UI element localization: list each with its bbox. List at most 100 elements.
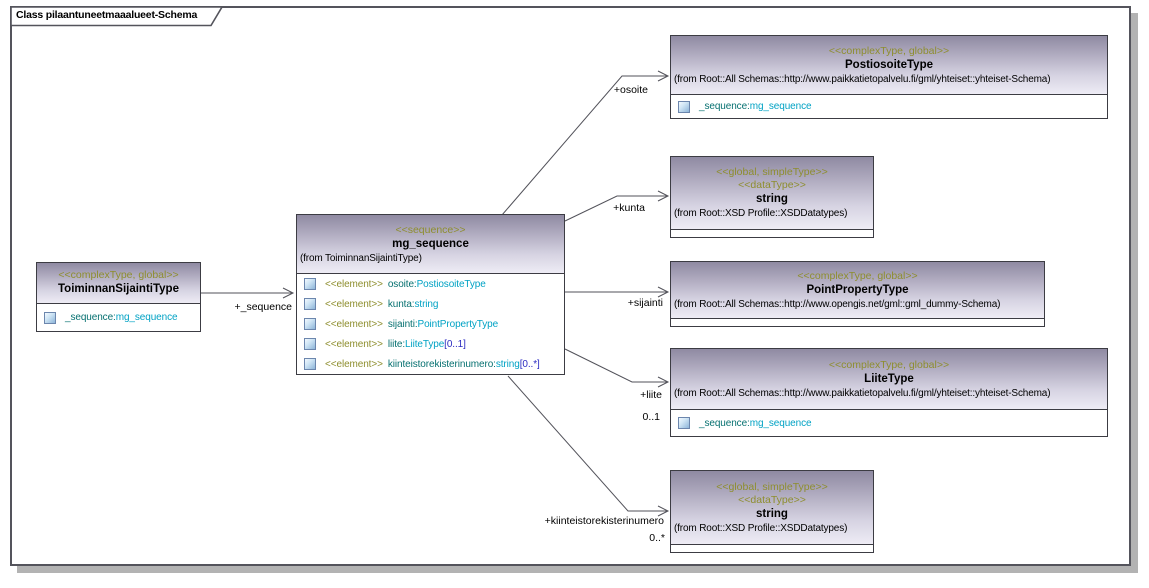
attribute-icon	[304, 358, 316, 370]
class-box-pointpropertytype[interactable]: <<complexType, global>> PointPropertyTyp…	[670, 261, 1045, 327]
class-stereotype: <<global, simpleType>>	[716, 166, 828, 178]
attribute-name: _sequence:	[699, 417, 750, 429]
attribute-type: mg_sequence	[749, 101, 812, 112]
class-name: string	[756, 507, 788, 520]
attribute-type: PostiosoiteType	[416, 278, 486, 290]
attribute-icon	[304, 278, 316, 290]
attribute-type: PointPropertyType	[417, 318, 499, 330]
attribute-row[interactable]: _sequence:mg_sequence	[671, 410, 1107, 436]
attribute-stereotype: <<element>>	[325, 318, 383, 330]
edge-sequence	[201, 287, 295, 299]
class-name: PostiosoiteType	[845, 58, 933, 71]
attribute-name: sijainti:	[387, 318, 418, 330]
attribute-stereotype: <<element>>	[325, 358, 383, 370]
edge-label-sijainti: +sijainti	[627, 297, 663, 309]
edge-label-sequence: +_sequence	[234, 301, 292, 313]
attribute-row[interactable]: <<element>> liite:LiiteType[0..1]	[297, 334, 564, 354]
attribute-row[interactable]: <<element>> kiinteistorekisterinumero:str…	[297, 354, 564, 374]
class-header: <<complexType, global>> LiiteType (from …	[671, 349, 1107, 409]
class-from: (from Root::All Schemas::http://www.open…	[674, 298, 1001, 310]
class-attributes: _sequence:mg_sequence	[671, 94, 1107, 118]
attribute-stereotype: <<element>>	[325, 338, 383, 350]
attribute-type: mg_sequence	[749, 417, 812, 429]
edge-multiplicity-liite: 0..1	[642, 411, 660, 423]
edge-kiinteistorekisterinumero	[507, 375, 670, 517]
class-stereotype: <<complexType, global>>	[828, 358, 950, 371]
class-header: <<global, simpleType>> <<dataType>> stri…	[671, 157, 873, 229]
class-attributes	[671, 318, 1044, 326]
attribute-stereotype: <<element>>	[325, 278, 383, 290]
class-name: string	[756, 193, 788, 205]
attribute-row[interactable]: _sequence:mg_sequence	[37, 304, 200, 331]
edge-kunta	[564, 190, 670, 222]
attribute-icon	[44, 311, 56, 324]
class-attributes	[671, 229, 873, 237]
class-header: <<complexType, global>> ToiminnanSijaint…	[37, 263, 200, 303]
class-from: (from Root::All Schemas::http://www.paik…	[674, 387, 1051, 399]
frame-title: Class pilaantuneetmaaalueet-Schema	[16, 9, 198, 21]
attribute-row[interactable]: _sequence:mg_sequence	[671, 95, 1107, 118]
attribute-icon	[304, 298, 316, 310]
diagram-frame	[10, 6, 1131, 566]
attribute-multiplicity: [0..1]	[444, 338, 466, 350]
attribute-stereotype: <<element>>	[325, 298, 383, 310]
class-box-liitetype[interactable]: <<complexType, global>> LiiteType (from …	[670, 348, 1108, 437]
frame-tab	[10, 6, 224, 27]
class-name: PointPropertyType	[806, 283, 909, 296]
class-header: <<complexType, global>> PostiosoiteType …	[671, 36, 1107, 94]
attribute-icon	[678, 100, 690, 113]
attribute-name: osoite:	[387, 278, 417, 290]
class-name: LiiteType	[864, 372, 914, 385]
class-stereotype: <<complexType, global>>	[797, 269, 918, 282]
attribute-icon	[304, 338, 316, 350]
class-stereotype: <<sequence>>	[395, 223, 466, 236]
attribute-type: mg_sequence	[115, 312, 178, 323]
attribute-name: kunta:	[387, 298, 415, 310]
class-box-string-bottom[interactable]: <<global, simpleType>> <<dataType>> stri…	[670, 470, 874, 553]
edge-label-liite: +liite	[640, 389, 662, 401]
attribute-multiplicity: [0..*]	[519, 358, 540, 370]
class-from: (from Root::All Schemas::http://www.paik…	[674, 73, 1051, 85]
attribute-name: liite:	[387, 338, 406, 350]
attribute-icon	[304, 318, 316, 330]
class-header: <<sequence>> mg_sequence (from Toiminnan…	[297, 215, 564, 273]
edge-liite	[564, 348, 670, 388]
class-stereotype: <<complexType, global>>	[58, 269, 179, 281]
edge-label-osoite: +osoite	[613, 84, 648, 96]
class-attributes: <<element>> osoite:PostiosoiteType <<elem…	[297, 273, 564, 374]
edge-osoite	[501, 70, 670, 216]
attribute-type: LiiteType	[405, 338, 445, 350]
class-attributes: _sequence:mg_sequence	[37, 303, 200, 331]
class-from: (from ToiminnanSijaintiType)	[300, 252, 422, 264]
edge-label-kiinteistorekisterinumero: +kiinteistorekisterinumero	[544, 515, 664, 527]
class-stereotype: <<complexType, global>>	[828, 44, 950, 57]
class-attributes: _sequence:mg_sequence	[671, 409, 1107, 436]
class-box-string-top[interactable]: <<global, simpleType>> <<dataType>> stri…	[670, 156, 874, 238]
class-box-mg-sequence[interactable]: <<sequence>> mg_sequence (from Toiminnan…	[296, 214, 565, 375]
attribute-icon	[678, 417, 690, 429]
class-name: ToiminnanSijaintiType	[58, 283, 179, 295]
class-stereotype: <<dataType>>	[738, 493, 806, 506]
edge-multiplicity-kiinteistorekisterinumero: 0..*	[649, 532, 665, 544]
class-stereotype: <<dataType>>	[738, 179, 806, 191]
edge-sijainti	[565, 286, 670, 298]
attribute-type: string	[414, 298, 439, 310]
class-from: (from Root::XSD Profile::XSDDatatypes)	[674, 522, 848, 534]
attribute-name: _sequence:	[699, 101, 750, 112]
attribute-row[interactable]: <<element>> osoite:PostiosoiteType	[297, 274, 564, 294]
attribute-name: _sequence:	[65, 312, 116, 323]
class-box-postiosoitetype[interactable]: <<complexType, global>> PostiosoiteType …	[670, 35, 1108, 119]
class-header: <<global, simpleType>> <<dataType>> stri…	[671, 471, 873, 544]
class-header: <<complexType, global>> PointPropertyTyp…	[671, 262, 1044, 318]
class-from: (from Root::XSD Profile::XSDDatatypes)	[674, 208, 848, 219]
edge-label-kunta: +kunta	[613, 202, 645, 214]
attribute-row[interactable]: <<element>> kunta:string	[297, 294, 564, 314]
attribute-name: kiinteistorekisterinumero:	[387, 358, 496, 370]
attribute-type: string	[495, 358, 520, 370]
class-attributes	[671, 544, 873, 552]
attribute-row[interactable]: <<element>> sijainti:PointPropertyType	[297, 314, 564, 334]
class-box-toiminnansijaintitype[interactable]: <<complexType, global>> ToiminnanSijaint…	[36, 262, 201, 332]
class-stereotype: <<global, simpleType>>	[716, 480, 828, 493]
